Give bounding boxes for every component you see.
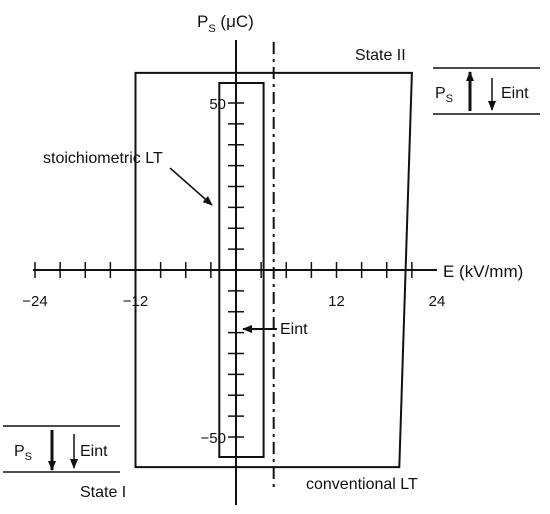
conventional-lt-label: conventional LT: [306, 476, 418, 493]
y-axis-tick-labels: 50 −50: [201, 96, 226, 447]
y-axis-label: PS (μC): [197, 12, 254, 35]
state-i-inset-ps-label: PS: [14, 443, 32, 463]
state-i-inset-eint-label: Eint: [80, 443, 108, 460]
stoichiometric-lt-arrow: [169, 167, 213, 206]
x-axis-ticks: [34, 262, 413, 278]
state-ii-inset-ps-main: P: [435, 85, 446, 102]
conventional-lt-loop: [134, 71, 413, 469]
y-tick-label: 50: [209, 96, 226, 113]
y-tick-label: −50: [201, 430, 226, 447]
state-ii-inset: PS Eint: [433, 67, 540, 115]
y-axis-ticks: [228, 102, 244, 438]
state-i-inset-ps-main: P: [14, 443, 25, 460]
eint-center-label: Eint: [280, 321, 308, 338]
state-ii-inset-ps-label: PS: [435, 85, 453, 105]
state-ii-inset-ps-sub: S: [446, 93, 453, 105]
x-axis-tick-labels: −24 −12 12 24: [22, 293, 445, 310]
x-axis-label: E (kV/mm): [443, 262, 523, 281]
state-i-inset-ps-sub: S: [25, 451, 32, 463]
state-ii-inset-eint-label: Eint: [501, 85, 529, 102]
x-tick-label: 24: [429, 293, 446, 310]
x-tick-label: −12: [123, 293, 148, 310]
y-axis-label-p: P: [197, 12, 208, 31]
x-tick-label: −24: [22, 293, 47, 310]
state-i-inset: PS Eint: [3, 425, 120, 473]
y-axis-label-sub: S: [208, 23, 215, 35]
stoichiometric-lt-loop: [218, 82, 265, 458]
x-tick-label: 12: [328, 293, 345, 310]
state-i-label: State I: [80, 484, 126, 501]
y-axis-label-unit: (μC): [216, 12, 254, 31]
state-ii-label: State II: [355, 47, 406, 64]
stoichiometric-lt-label: stoichiometric LT: [43, 150, 163, 167]
